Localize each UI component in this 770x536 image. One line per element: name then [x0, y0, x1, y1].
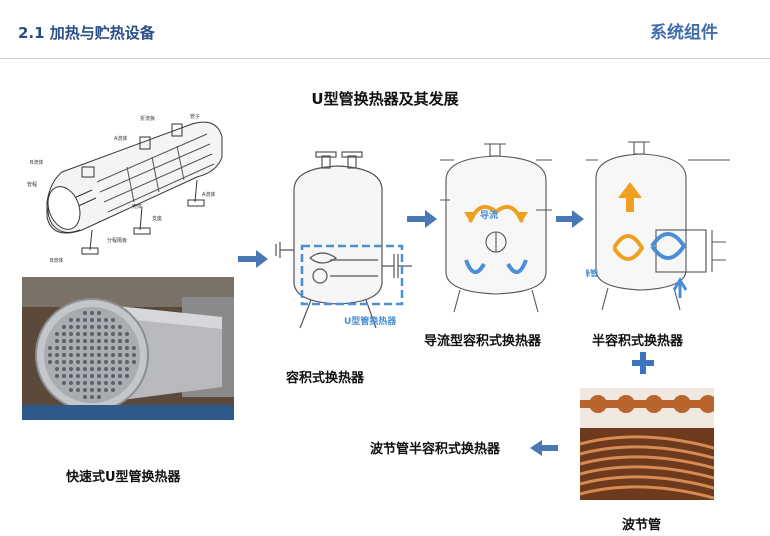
svg-text:折流板: 折流板	[140, 115, 155, 122]
arrow-left-icon	[530, 440, 558, 456]
volumetric-exchanger-diagram: U型管换热器	[275, 151, 412, 329]
plus-icon	[632, 352, 654, 374]
category-label: 系统组件	[650, 23, 718, 43]
u-tube-inner-label: U型管换热器	[344, 315, 397, 327]
bellows-tube-label: 波节管	[622, 518, 662, 533]
svg-text:B流体: B流体	[50, 257, 63, 264]
quick-u-tube-label: 快速式U型管换热器	[66, 470, 181, 485]
arrow-right-icon	[407, 210, 437, 228]
section-title: 2.1 加热与贮热设备	[18, 24, 155, 42]
svg-text:支座: 支座	[152, 215, 162, 222]
svg-text:A流体: A流体	[114, 135, 127, 142]
svg-text:管程: 管程	[27, 181, 37, 188]
u-tube-exchanger-photo	[22, 277, 234, 420]
semi-volumetric-label: 半容积式换热器	[592, 334, 684, 349]
guided-volumetric-diagram: 导流	[440, 143, 552, 313]
arrow-right-icon	[556, 210, 584, 228]
volumetric-label: 容积式换热器	[286, 371, 365, 386]
bellows-tube-photo	[580, 388, 714, 500]
guide-flow-label: 导流	[480, 209, 498, 221]
arrow-right-icon	[238, 250, 268, 268]
svg-text:分程隔板: 分程隔板	[107, 237, 127, 244]
guided-volumetric-label: 导流型容积式换热器	[424, 334, 542, 349]
semi-volumetric-diagram: 强制下降管	[586, 141, 730, 311]
header-divider	[0, 58, 770, 59]
svg-text:B流体: B流体	[30, 159, 43, 166]
svg-text:管子: 管子	[190, 113, 200, 120]
bellows-semi-label: 波节管半容积式换热器	[370, 442, 501, 457]
page-title: U型管换热器及其发展	[311, 90, 459, 108]
svg-text:A流体: A流体	[202, 191, 215, 198]
svg-text:壳体: 壳体	[132, 203, 142, 210]
forced-downflow-label: 强制下降管	[586, 268, 598, 278]
u-tube-exchanger-drawing: 折流板管子 A流体B流体 管程A流体 支座分程隔板 B流体壳体	[27, 113, 223, 264]
